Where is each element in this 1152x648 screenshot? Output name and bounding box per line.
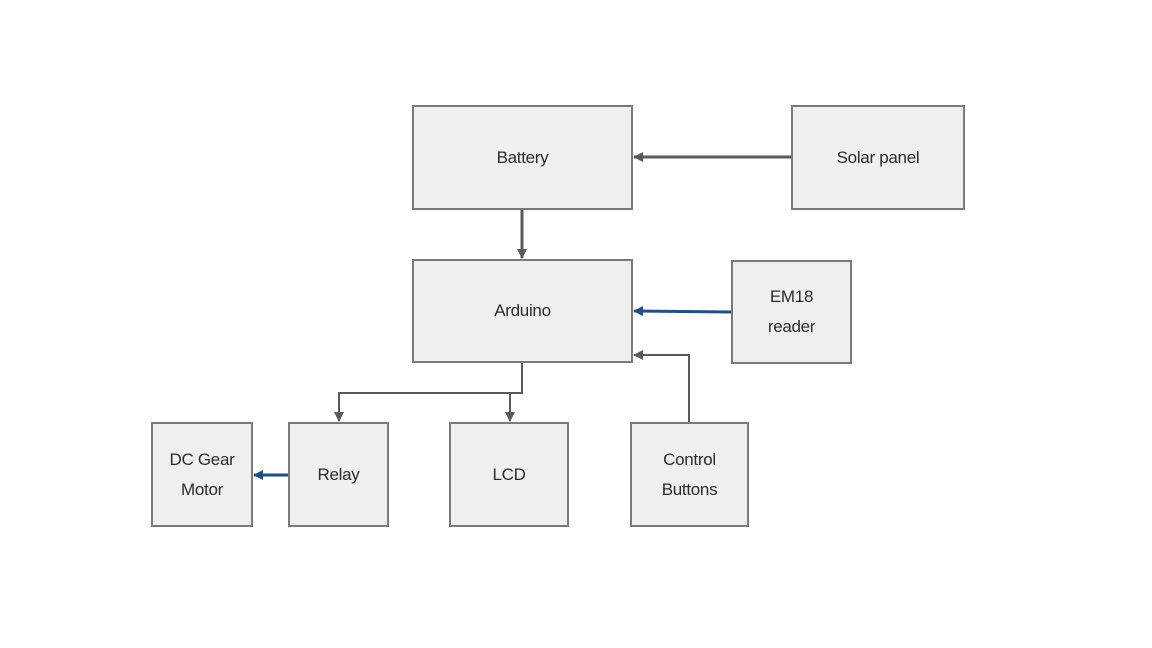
battery-label: Battery — [496, 147, 549, 167]
solar-panel-block: Solar panel — [791, 105, 965, 210]
arduino-block: Arduino — [412, 259, 633, 363]
arrow-em18-to-arduino — [633, 306, 732, 317]
lcd-block: LCD — [449, 422, 569, 527]
arrow-controls-to-arduino — [633, 350, 690, 422]
control-buttons-block: Control Buttons — [630, 422, 749, 527]
relay-label: Relay — [317, 464, 360, 484]
control-label-line1: Control — [663, 449, 716, 469]
control-label-line2: Buttons — [661, 479, 718, 499]
solar-panel-label: Solar panel — [836, 147, 920, 167]
em18-label-line2: reader — [767, 317, 816, 336]
em18-label-line1: EM18 — [769, 287, 814, 306]
lcd-label: LCD — [492, 464, 526, 484]
relay-block: Relay — [288, 422, 389, 527]
battery-block: Battery — [412, 105, 633, 210]
arrow-arduino-to-relay — [334, 363, 523, 422]
em18-reader-block: EM18 reader — [731, 260, 852, 364]
arduino-label: Arduino — [494, 301, 551, 320]
dc-motor-label-line1: DC Gear — [169, 449, 235, 469]
dc-motor-label-line2: Motor — [181, 479, 223, 499]
dc-gear-motor-block: DC Gear Motor — [151, 422, 253, 527]
